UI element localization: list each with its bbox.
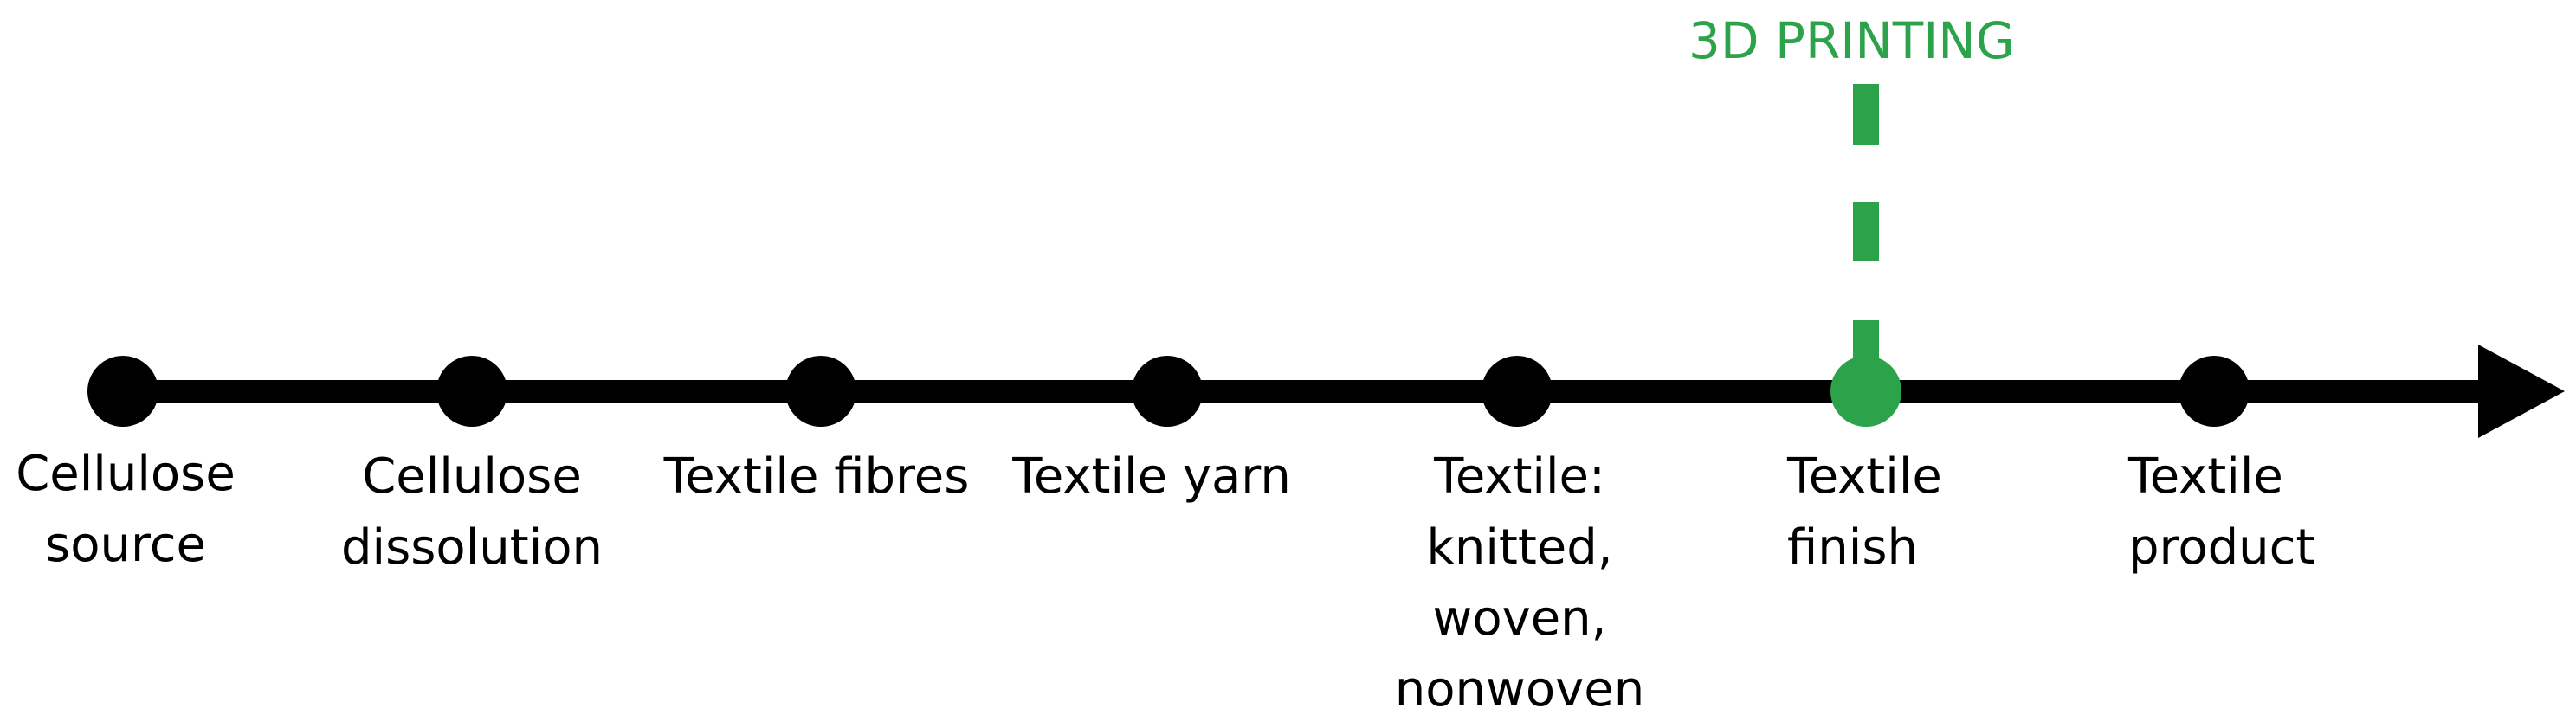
stage-node-4 — [1132, 356, 1203, 427]
stage-label-cellulose-dissolution: Cellulose dissolution — [340, 448, 604, 576]
stage-node-2 — [436, 356, 507, 427]
callout-dash-2 — [1853, 202, 1879, 261]
stage-label-textile-finish: Textile finish — [1787, 448, 1942, 576]
callout-dash-1 — [1853, 84, 1879, 145]
stage-node-5 — [1482, 356, 1553, 427]
timeline-arrowhead — [2478, 345, 2565, 438]
stage-node-7 — [2179, 356, 2250, 427]
stage-label-textile-yarn: Textile yarn — [1012, 448, 1291, 505]
callout-dashed-line — [1853, 84, 1879, 372]
stage-node-3 — [785, 356, 856, 427]
stage-node-6 — [1830, 356, 1901, 427]
stage-label-textile-fabric: Textile: knitted, woven, nonwoven — [1394, 448, 1645, 718]
stage-label-textile-product: Textile product — [2128, 448, 2315, 576]
stage-label-textile-fibres: Textile fibres — [663, 448, 970, 505]
stage-label-cellulose-source: Cellulose source — [16, 446, 236, 573]
stage-nodes — [87, 356, 2250, 427]
callout-label: 3D PRINTING — [1688, 11, 2015, 70]
stage-node-1 — [87, 356, 158, 427]
